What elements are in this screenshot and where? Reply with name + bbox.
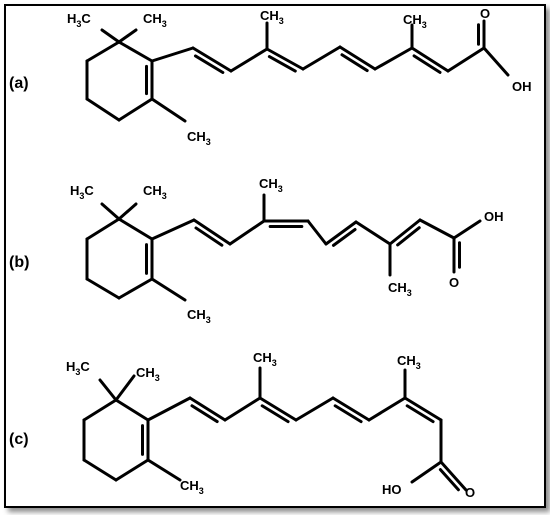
double-bond-inner — [396, 226, 421, 247]
atom-o: O — [449, 275, 459, 290]
atom-ch3: CH3 — [187, 307, 211, 325]
single-bond — [114, 458, 150, 482]
double-bond — [188, 396, 227, 422]
double-bond-inner — [190, 404, 219, 424]
single-bond — [114, 374, 136, 402]
atom-ho: HO — [382, 482, 402, 497]
single-bond — [117, 277, 154, 300]
panel-label-a: (a) — [9, 75, 29, 92]
single-bond — [146, 396, 192, 422]
atom-ch3: CH3 — [136, 365, 160, 383]
single-bond — [150, 277, 187, 302]
double-bond-inner — [193, 54, 225, 74]
double-bond-inner — [438, 468, 460, 492]
single-bond — [373, 46, 414, 71]
single-bond — [85, 40, 121, 63]
single-bond — [294, 396, 335, 422]
single-bond — [100, 28, 121, 44]
double-bond-inner — [194, 226, 224, 247]
double-bond — [258, 396, 298, 422]
panel-label-b: (b) — [9, 254, 29, 271]
atom-ch3: CH3 — [260, 8, 284, 26]
double-bond-inner — [405, 404, 435, 424]
double-bond — [192, 218, 232, 246]
atom-ch3: CH3 — [259, 176, 283, 194]
double-bond — [403, 396, 443, 422]
atom-o: O — [480, 6, 490, 21]
panel-label-c: (c) — [9, 431, 29, 448]
atom-ch3: CH3 — [187, 129, 211, 147]
single-bond — [146, 458, 182, 482]
single-bond — [482, 46, 510, 77]
atom-oh: OH — [484, 209, 504, 224]
single-bond — [150, 97, 187, 123]
single-bond — [150, 218, 196, 241]
single-bond — [98, 378, 118, 402]
single-bond — [150, 46, 195, 63]
atom-ch3: CH3 — [403, 12, 427, 30]
single-bond — [117, 40, 154, 63]
single-bond — [117, 217, 154, 241]
single-bond — [228, 219, 266, 246]
single-bond — [82, 398, 118, 422]
double-bond-inner — [260, 404, 290, 424]
atom-h3c: H3C — [66, 359, 90, 377]
single-bond — [301, 45, 342, 71]
double-bond — [324, 220, 358, 246]
single-bond — [117, 97, 154, 122]
atom-h3c: H3C — [67, 11, 91, 29]
atom-oh: OH — [512, 79, 532, 94]
single-bond — [117, 28, 138, 44]
double-bond — [410, 46, 450, 73]
atom-ch3: CH3 — [397, 353, 421, 371]
atom-h3c: H3C — [70, 183, 94, 201]
single-bond — [100, 202, 121, 221]
single-bond — [114, 398, 150, 422]
double-bond — [191, 46, 233, 73]
single-bond — [306, 219, 328, 246]
single-bond — [82, 458, 118, 482]
single-bond — [85, 217, 121, 241]
double-bond-inner — [333, 404, 363, 424]
single-bond — [223, 396, 262, 422]
double-bond-inner — [340, 53, 369, 73]
atom-ch3: CH3 — [180, 478, 204, 496]
double-bond — [338, 45, 377, 71]
double-bond-inner — [412, 54, 442, 74]
atom-ch3: CH3 — [388, 280, 412, 298]
atom-ch3: CH3 — [143, 183, 167, 201]
atom-o: O — [465, 485, 475, 500]
single-bond — [446, 46, 486, 73]
double-bond-inner — [331, 228, 357, 247]
atom-ch3: CH3 — [143, 11, 167, 29]
double-bond — [388, 218, 422, 246]
single-bond — [452, 219, 482, 240]
double-bond — [265, 47, 305, 71]
single-bond — [418, 218, 456, 240]
single-bond — [367, 396, 407, 422]
atom-ch3: CH3 — [253, 350, 277, 368]
single-bond — [85, 277, 121, 300]
single-bond — [410, 460, 443, 484]
double-bond — [331, 396, 371, 422]
single-bond — [354, 220, 392, 246]
double-bond — [439, 460, 468, 492]
single-bond — [229, 47, 269, 73]
single-bond — [85, 97, 121, 122]
single-bond — [117, 202, 138, 221]
double-bond-inner — [267, 55, 297, 73]
